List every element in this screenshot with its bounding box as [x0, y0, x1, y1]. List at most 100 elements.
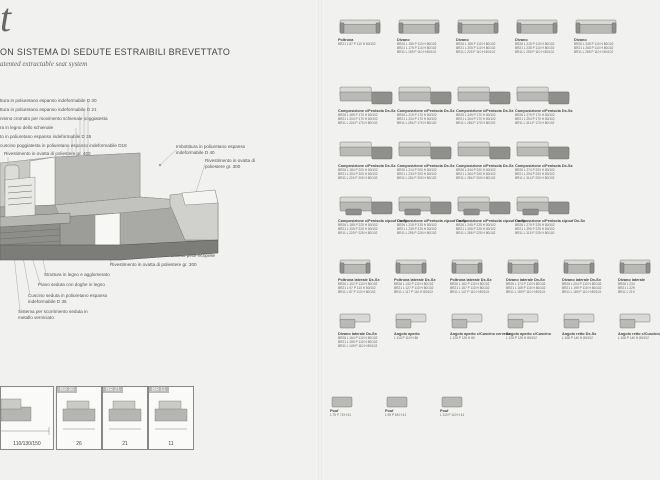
module-dimension: L 125 P 125 H 80/102 [506, 336, 537, 340]
module-dimension: BR11 L 314 P 170 H 80/102 [515, 121, 555, 125]
module-dimension: BR26 L 234 [618, 282, 635, 286]
module-dimension: BR21 L 159 P 110 H 80/102 [338, 340, 378, 344]
dimension-value: 11 [168, 441, 174, 447]
annotation-label: Rivestimento in ovatta di poliestere gr.… [205, 158, 256, 169]
module-dimension: BR11 L 224 P 170 H 80/102 [338, 121, 378, 125]
module-dimension: BR21 L 235 P 110 H 80/102 [515, 46, 555, 50]
module-dimension: BR21 L 169 P 110 H 80/102 [506, 286, 546, 290]
module-icon [575, 19, 617, 34]
module-dimension: BR26 L 215 P 110 H 80/102 [515, 42, 555, 46]
module-dimension: BR21 L 235 P 225 H 80/102 [397, 227, 437, 231]
module-icon [339, 19, 381, 34]
module-icon [398, 196, 452, 216]
module-dimension: BR21 L 87 P 110 H 80/102 [338, 42, 376, 46]
module-dimension: BR26 L 245 P 225 H 80/102 [456, 223, 496, 227]
module-dimension: L 108 P 140 H 80/102 [618, 336, 649, 340]
module-dimension: BR11 L 254 P 200 H 80/102 [397, 176, 437, 180]
module-icon [457, 196, 511, 216]
module-dimension: BR11 L 285 P 225 H 80/102 [456, 231, 496, 235]
module-dimension: BR11 L 314 P 200 H 80/102 [515, 176, 555, 180]
module-dimension: BR11 L 255 P 110 H 80/102 [515, 50, 555, 54]
module-title: Composizione c/Penisola Dx-Sx [338, 109, 396, 113]
module-title: Divano [574, 38, 587, 42]
annotation-label: Rivestimento in ovatta di poliestere gr.… [110, 262, 197, 267]
module-dimension: BR26 L 244 P 200 H 80/102 [456, 168, 496, 172]
module-dimension: BR21 L 234 P 200 H 80/102 [397, 172, 437, 176]
module-dimension: BR11 L 284 P 200 H 80/102 [456, 176, 496, 180]
spec-line: cuscino poggiatesta in poliuretano espan… [0, 143, 127, 148]
module-dimension: BR11 L 189 P 110 H 80/102 [562, 290, 602, 294]
module-dimension: BR26 L 132 P 110 H 80/102 [394, 282, 434, 286]
module-icon [339, 259, 371, 274]
annotation-label: Cuscino seduta in poliuretano espanso in… [28, 293, 108, 304]
module-dimension: BR26 L 184 P 200 H 80/102 [338, 168, 378, 172]
spec-line: ra in legno dello schienale [0, 125, 54, 130]
annotation-label: Piano seduta con doghe in legno [38, 282, 105, 287]
module-dimension: BR26 L 155 P 110 H 80/102 [397, 42, 437, 46]
module-dimension: BR21 L 204 P 200 H 80/102 [338, 172, 378, 176]
module-title: Divano laterale Dx-Sx [562, 278, 601, 282]
module-dimension: BR11 L 254 P 170 H 80/102 [397, 121, 437, 125]
module-dimension: BR26 L 162 P 110 H 80/102 [450, 282, 490, 286]
module-title: Poltrona laterale Dx-Sx [394, 278, 436, 282]
sofa-cutaway-illustration [0, 152, 219, 261]
module-icon [516, 141, 570, 160]
armrest-label: BR 26 [57, 387, 77, 393]
spec-line: ttura in poliuretano espanso indeformabi… [0, 98, 97, 103]
module-icon [398, 86, 452, 105]
module-dimension: BR21 L 205 P 225 H 80/102 [338, 227, 378, 231]
module-icon [507, 259, 539, 274]
page-title: ON SISTEMA DI SEDUTE ESTRAIBILI BREVETTA… [0, 47, 231, 57]
module-dimension: BR21 L 264 P 170 H 80/102 [456, 117, 496, 121]
module-title: Composizione c/Penisola Dx-Sx [515, 109, 573, 113]
module-icon [457, 141, 511, 160]
module-icon [339, 196, 393, 216]
module-dimension: BR11 L 224 P 200 H 80/102 [338, 176, 378, 180]
module-dimension: BR11 L 315 P 225 H 80/102 [515, 231, 555, 235]
module-title: Pouf [330, 409, 339, 413]
module-title: Angolo aperto [394, 332, 420, 336]
module-dimension: BR26 L 219 P 170 H 80/102 [397, 113, 437, 117]
dimension-value: 26 [76, 441, 82, 447]
module-icon [395, 259, 427, 274]
module-icon [457, 19, 499, 34]
module-icon [331, 396, 353, 408]
module-dimension: L 95 P 65 H 41 [385, 413, 407, 417]
module-title: Divano laterale Dx-Sx [506, 278, 545, 282]
module-dimension: BR21 L 199 P 110 H 80/102 [562, 286, 602, 290]
armrest-br26: BR 26 26 [56, 386, 102, 450]
module-icon [339, 313, 371, 329]
module-icon [457, 86, 511, 105]
module-title: Composizione c/Penisola Dx-Sx [515, 164, 573, 168]
module-dimension: BR21 L 204 P 170 H 80/102 [338, 117, 378, 121]
module-icon [563, 259, 595, 274]
module-dimension: L 125 P 125 H 80 [450, 336, 475, 340]
module-dimension: BR26 L 214 P 200 H 80/102 [397, 168, 437, 172]
module-title: Composizione c/Penisola c/pouf Dx-Sx [338, 219, 409, 223]
armrest-label: BR 11 [149, 387, 169, 393]
module-title: Angolo aperto c/Cuscino cervello [450, 332, 511, 336]
module-dimension: BR26 L 279 P 170 H 80/102 [515, 113, 555, 117]
armrest-br21: BR 21 21 [102, 386, 148, 450]
module-icon [339, 86, 393, 105]
module-title: Poltrona laterale Dx-Sx [450, 278, 492, 282]
module-icon [386, 396, 408, 408]
module-dimension: BR11 L 117 P 110 H 80/102 [394, 290, 433, 294]
module-dimension: L 110 P 110 H 80 [394, 336, 419, 340]
module-dimension: BR26 L 215 P 225 H 80/102 [397, 223, 437, 227]
module-icon [563, 313, 595, 329]
module-title: Divano laterale Dx-Sx [338, 332, 377, 336]
module-dimension: BR11 L 87 P 110 H 80/102 [338, 290, 376, 294]
